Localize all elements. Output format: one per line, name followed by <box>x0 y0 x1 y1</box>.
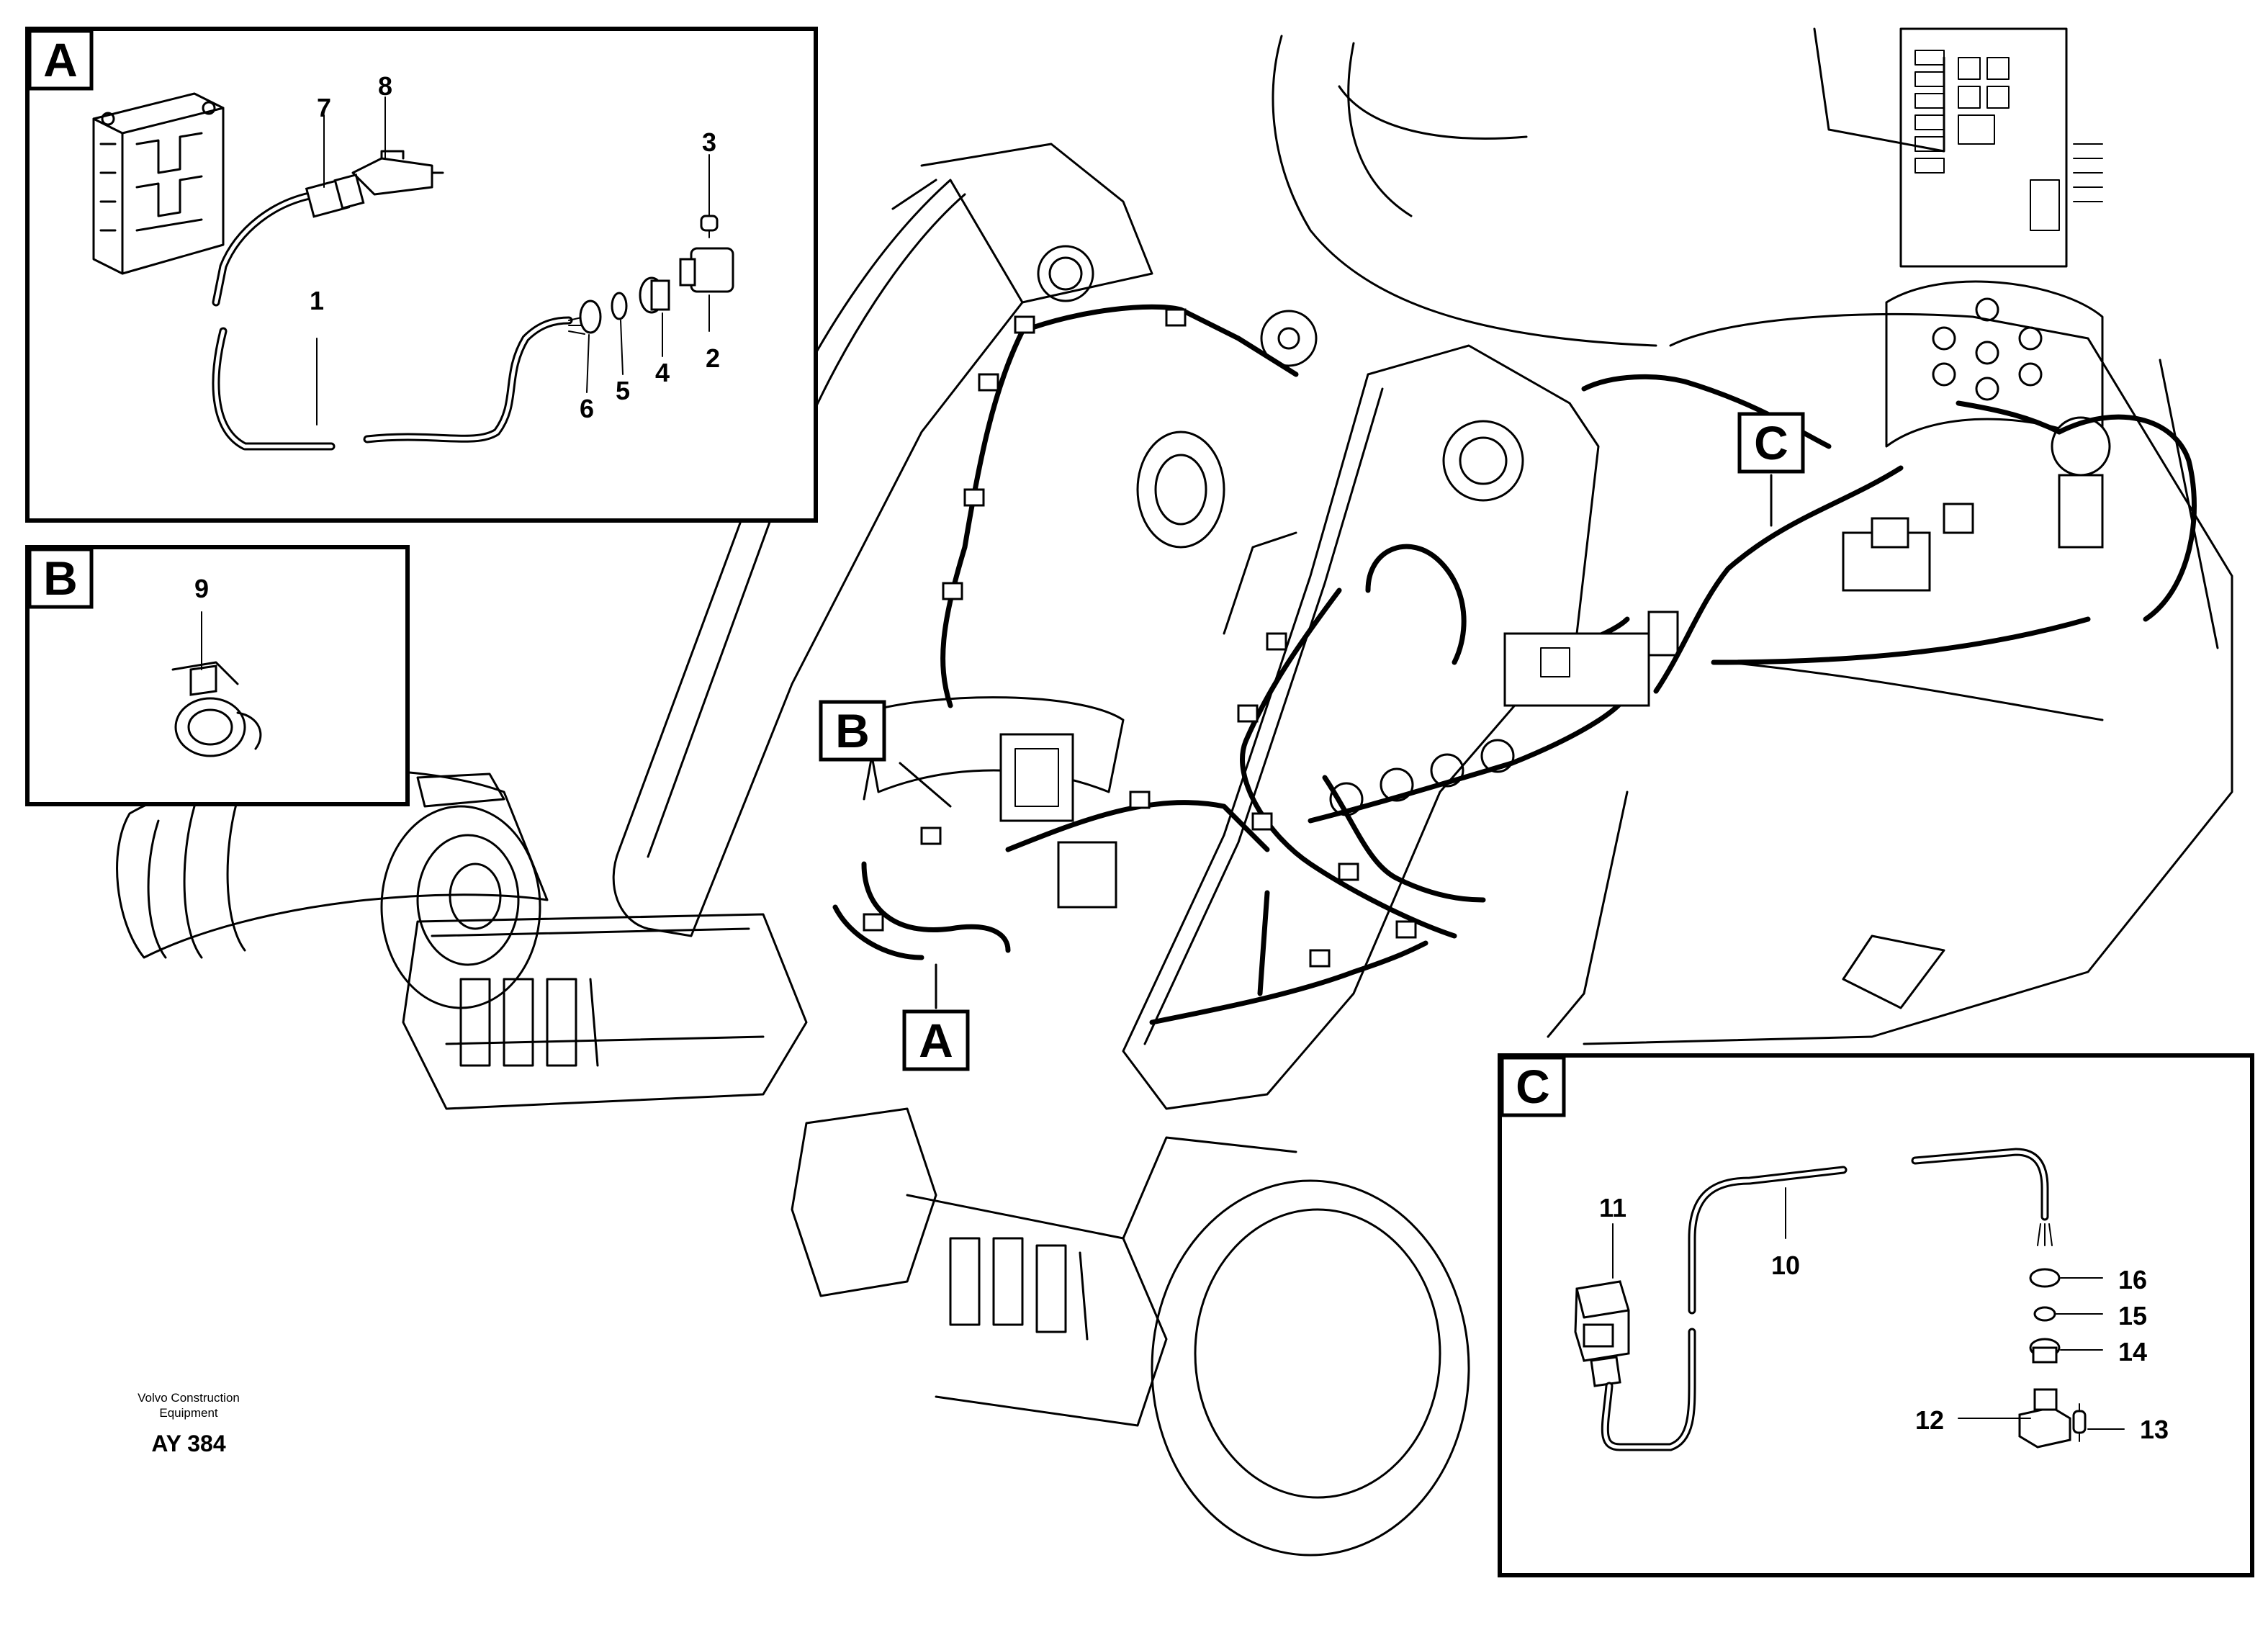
label-3: 3 <box>702 127 716 157</box>
front-frame <box>402 913 808 1110</box>
terminal-13 <box>2072 1403 2087 1442</box>
panel-a-letter: A <box>43 33 78 86</box>
label-7: 7 <box>317 93 331 122</box>
nut-14 <box>2029 1338 2061 1364</box>
watermark-line-1: Volvo Construction <box>138 1391 240 1405</box>
label-8: 8 <box>378 71 392 101</box>
label-4: 4 <box>655 358 670 387</box>
label-15: 15 <box>2118 1301 2147 1330</box>
detail-panel-b: B 9 <box>25 545 410 806</box>
label-2: 2 <box>706 343 720 373</box>
leaders-c <box>1958 1277 2125 1430</box>
washer-15 <box>2033 1306 2056 1322</box>
label-6: 6 <box>580 394 594 423</box>
label-10: 10 <box>1771 1251 1800 1280</box>
boom-arm-right <box>1122 344 1600 1110</box>
washer-5 <box>611 292 628 320</box>
electrical-cabinet <box>1813 27 2104 448</box>
cable-harness-1 <box>212 190 585 451</box>
cable-clamp-9 <box>171 611 262 757</box>
connector-7 <box>305 173 365 218</box>
junction-box <box>92 92 225 275</box>
leaders-a <box>316 96 710 425</box>
detail-panel-a: A <box>25 27 818 523</box>
sensor-2 <box>679 247 734 293</box>
sensor-12 <box>2018 1388 2071 1449</box>
label-5: 5 <box>616 376 630 405</box>
callout-tag-c: C <box>1737 412 1805 527</box>
terminal-3 <box>700 204 719 238</box>
connector-11 <box>1574 1280 1630 1387</box>
label-12: 12 <box>1915 1405 1944 1435</box>
callout-b-label: B <box>835 704 870 757</box>
panel-b-letter: B <box>43 551 78 605</box>
grommet-6 <box>579 299 602 334</box>
rear-chassis <box>1272 35 2233 1045</box>
nut-4 <box>639 276 670 314</box>
detail-panel-c: C <box>1498 1053 2254 1577</box>
label-9: 9 <box>194 574 209 603</box>
rear-frame <box>791 1107 1470 1557</box>
grommet-16 <box>2029 1268 2061 1288</box>
cross-member <box>863 696 1125 801</box>
callout-tag-a: A <box>902 963 970 1071</box>
label-1: 1 <box>310 286 324 315</box>
volvo-watermark: Volvo Construction Equipment AY 384 <box>138 1391 240 1456</box>
cable-harness-10 <box>1601 1148 2053 1451</box>
callout-tag-b: B <box>819 700 952 808</box>
callout-c-label: C <box>1754 416 1788 469</box>
label-13: 13 <box>2140 1415 2169 1444</box>
connector-8 <box>351 150 444 196</box>
main-harness <box>832 304 2197 1025</box>
watermark-code: AY 384 <box>151 1431 225 1456</box>
watermark-line-2: Equipment <box>159 1406 218 1420</box>
label-11: 11 <box>1599 1193 1626 1222</box>
label-14: 14 <box>2118 1337 2147 1366</box>
label-16: 16 <box>2118 1265 2147 1294</box>
callout-a-label: A <box>919 1014 953 1067</box>
panel-c-letter: C <box>1516 1060 1550 1113</box>
